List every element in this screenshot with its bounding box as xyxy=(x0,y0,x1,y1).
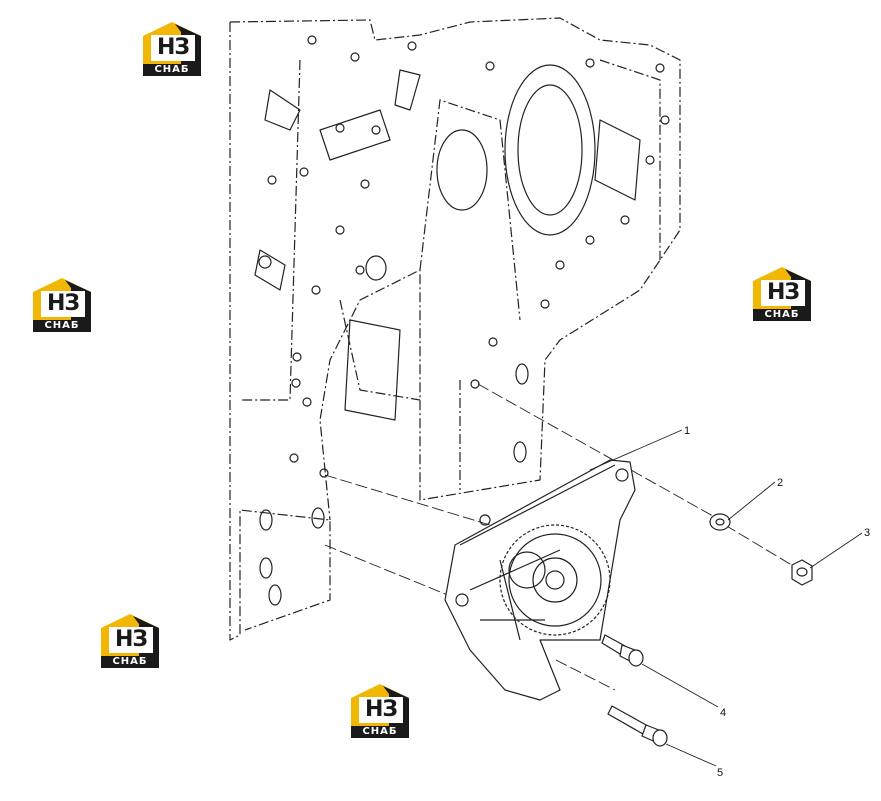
engine-block-outline xyxy=(229,17,681,641)
watermark-top: НЗ xyxy=(364,697,398,722)
oil-pump-assembly xyxy=(444,459,636,701)
watermark-bottom: СНАБ xyxy=(351,726,409,738)
watermark-bottom: СНАБ xyxy=(101,656,159,668)
leader-lines xyxy=(589,429,863,767)
washer-part xyxy=(709,513,731,531)
watermark-logo: НЗ СНАБ xyxy=(349,682,411,740)
bolt-long-part xyxy=(607,705,668,747)
watermark-logo: НЗ СНАБ xyxy=(751,265,813,323)
watermark-logo: НЗ СНАБ xyxy=(141,20,203,78)
bolt-short-part xyxy=(601,634,644,667)
watermark-logo: НЗ СНАБ xyxy=(31,276,93,334)
block-details xyxy=(254,64,641,421)
callout-3: 3 xyxy=(864,527,870,539)
watermark-bottom: СНАБ xyxy=(33,320,91,332)
watermark-top: НЗ xyxy=(156,35,190,60)
watermark-top: НЗ xyxy=(766,280,800,305)
callout-1: 1 xyxy=(684,425,690,437)
nut-part xyxy=(791,559,813,586)
watermark-logo: НЗ СНАБ xyxy=(99,612,161,670)
watermark-top: НЗ xyxy=(114,627,148,652)
callout-4: 4 xyxy=(720,707,726,719)
callout-2: 2 xyxy=(777,477,783,489)
watermark-bottom: СНАБ xyxy=(143,64,201,76)
callout-5: 5 xyxy=(717,767,723,779)
watermark-bottom: СНАБ xyxy=(753,309,811,321)
watermark-top: НЗ xyxy=(46,291,80,316)
block-holes xyxy=(258,35,670,606)
